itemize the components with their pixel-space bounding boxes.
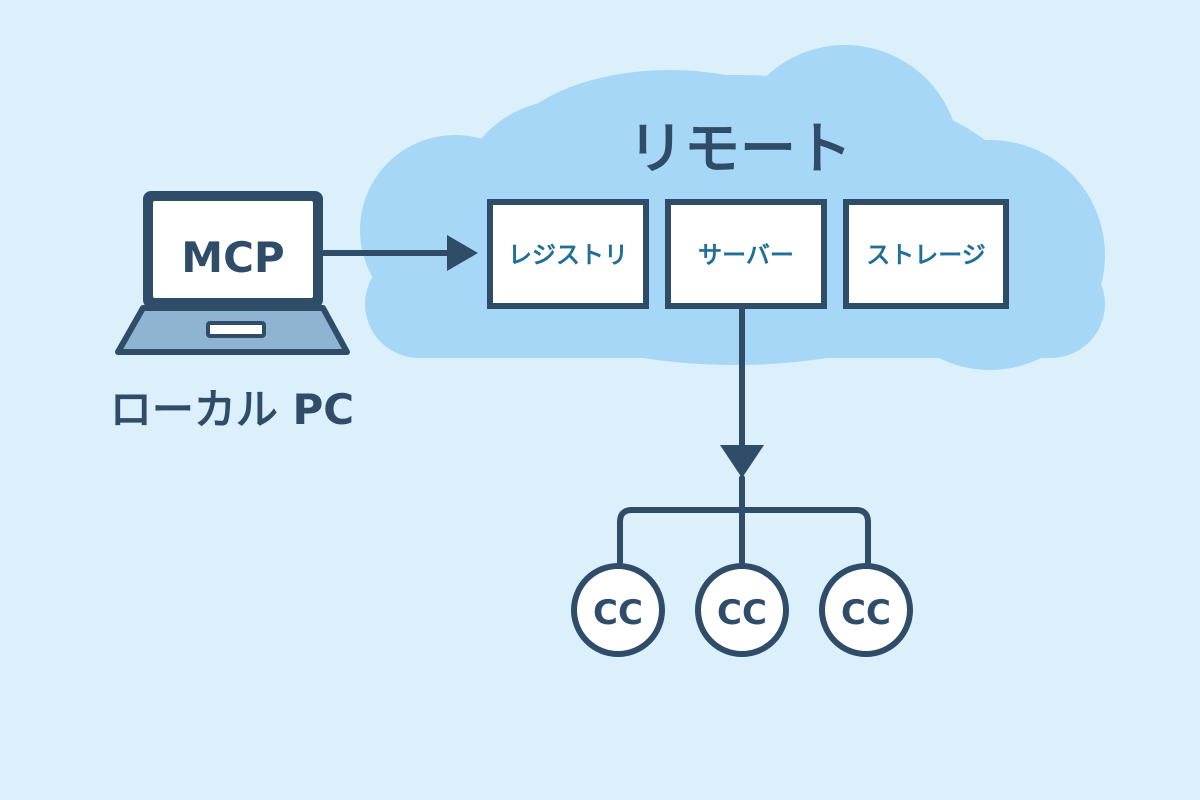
laptop-screen-label: MCP (181, 233, 284, 282)
registry-label: レジストリ (508, 241, 628, 269)
client-branch-lines (617, 475, 871, 566)
registry-box: レジストリ (487, 199, 649, 309)
client-label: CC (593, 593, 643, 633)
client-node: CC (695, 563, 789, 657)
client-node: CC (819, 563, 913, 657)
remote-title: リモート (628, 117, 852, 182)
server-label: サーバー (698, 241, 794, 269)
storage-box: ストレージ (843, 199, 1009, 309)
local-pc-caption: ローカル PC (110, 385, 354, 434)
server-box: サーバー (665, 199, 827, 309)
storage-label: ストレージ (866, 241, 986, 269)
client-node: CC (571, 563, 665, 657)
client-label: CC (717, 593, 767, 633)
laptop-to-registry-arrow (321, 235, 478, 271)
client-label: CC (841, 593, 891, 633)
server-to-clients-arrow (720, 308, 764, 478)
laptop-icon: MCP (115, 191, 350, 355)
